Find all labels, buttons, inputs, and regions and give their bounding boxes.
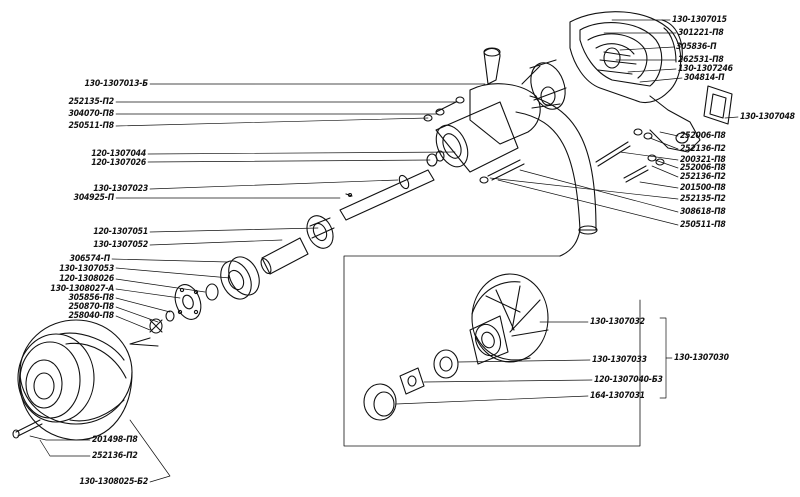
- label-part: 120-1308026: [59, 274, 114, 284]
- gasket: [703, 85, 733, 125]
- label-part: 305856-П8: [68, 293, 114, 303]
- label-part: 130-1307013-Б: [84, 79, 148, 89]
- label-part: 250511-П8: [680, 220, 726, 230]
- right-leaders: [489, 19, 739, 226]
- label-part: 164-1307031: [590, 391, 645, 401]
- label-part: 262531-П8: [678, 55, 724, 65]
- label-part: 304814-П: [684, 73, 725, 83]
- label-part: 130-1307015: [672, 15, 727, 25]
- label-part: 252006-П8: [680, 163, 726, 173]
- label-part: 258040-П8: [68, 311, 114, 321]
- inset-seal-parts: [363, 349, 459, 421]
- label-part: 252006-П8: [680, 131, 726, 141]
- pulley: [12, 319, 133, 441]
- label-part: 120-1307051: [93, 227, 148, 237]
- label-part: 252136-П2: [92, 451, 138, 461]
- impeller-top: [521, 59, 567, 110]
- label-part: 130-1307033: [592, 355, 647, 365]
- label-part: 252136-П2: [680, 144, 726, 154]
- label-part: 120-1307044: [91, 149, 146, 159]
- label-part: 304925-П: [73, 193, 115, 203]
- label-part: 130-1307246: [678, 64, 733, 74]
- label-part: 201500-П8: [680, 183, 726, 193]
- label-part: 201498-П8: [92, 435, 138, 445]
- label-gasket: 130-1307048: [740, 112, 795, 122]
- shaft: [205, 169, 435, 301]
- left-leaders: [111, 83, 486, 331]
- label-part: 130-1308027-А: [50, 284, 114, 294]
- label-part: 308618-П8: [680, 207, 726, 217]
- label-part: 252135-П2: [68, 97, 114, 107]
- label-part: 200321-П8: [680, 155, 726, 165]
- label-part: 130-1307053: [59, 264, 114, 274]
- label-part: 306574-П: [69, 254, 111, 264]
- pump-body: [435, 47, 598, 257]
- hub-flange: [129, 284, 202, 347]
- label-part: 252135-П2: [680, 194, 726, 204]
- label-pulley: 130-1308025-Б2: [79, 477, 148, 487]
- label-part: 130-1307052: [93, 240, 148, 250]
- label-part: 252136-П2: [680, 172, 726, 182]
- label-part: 120-1307026: [91, 158, 146, 168]
- label-part: 301221-П8: [678, 28, 724, 38]
- inset-impeller: [469, 273, 549, 365]
- small-parts-top: [423, 96, 665, 184]
- label-part: 130-1307032: [590, 317, 645, 327]
- label-part: 304070-П8: [68, 109, 114, 119]
- housing: [569, 11, 701, 153]
- label-assembly: 130-1307030: [674, 353, 729, 363]
- label-part: 250870-П8: [68, 302, 114, 312]
- label-part: 120-1307040-Б3: [594, 375, 663, 385]
- label-part: 305836-П: [676, 42, 717, 52]
- label-part: 250511-П8: [68, 121, 114, 131]
- label-part: 130-1307023: [93, 184, 148, 194]
- bottom-leaders: [29, 419, 171, 483]
- inset-leaders: [395, 317, 673, 405]
- inset-frame: [343, 255, 641, 447]
